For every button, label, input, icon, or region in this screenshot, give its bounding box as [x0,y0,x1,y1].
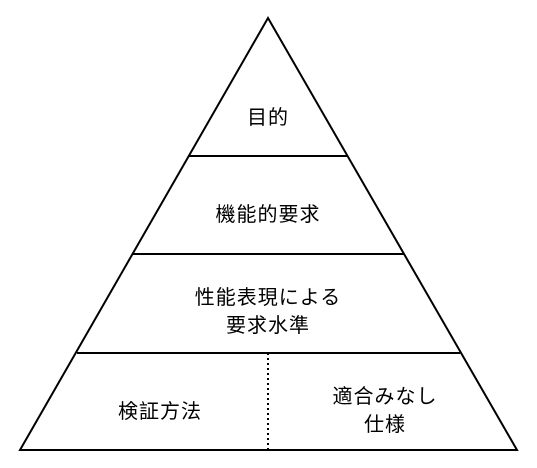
tier-performance-requirements: 性能表現による 要求水準 [148,283,388,339]
tier-functional-requirements-label: 機能的要求 [215,202,321,226]
tier-deemed-to-satisfy-line2: 仕様 [364,412,406,436]
tier-deemed-to-satisfy: 適合みなし 仕様 [305,382,465,438]
tier-purpose-label: 目的 [247,105,289,129]
tier-verification-method-label: 検証方法 [118,399,202,423]
tier-verification-method: 検証方法 [90,397,230,425]
tier-purpose: 目的 [218,103,318,131]
tier-performance-requirements-line1: 性能表現による [194,285,342,309]
tier-performance-requirements-line2: 要求水準 [226,313,310,337]
tier-deemed-to-satisfy-line1: 適合みなし [332,384,438,408]
tier-functional-requirements: 機能的要求 [168,200,368,228]
